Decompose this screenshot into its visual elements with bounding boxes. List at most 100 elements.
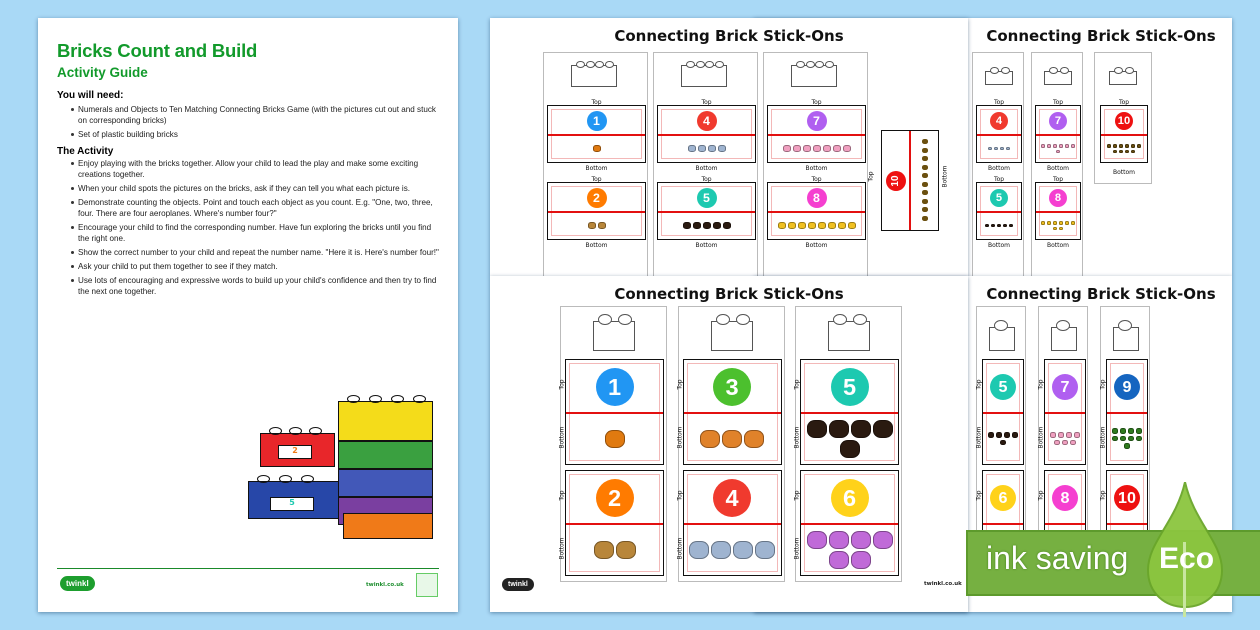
bee-icon — [922, 198, 928, 204]
top-label: Top — [701, 176, 712, 183]
flower-icon — [828, 550, 849, 569]
bricks-illustration: 2 5 — [248, 393, 438, 543]
bee-icon — [1119, 149, 1123, 153]
taxi-icon — [777, 222, 786, 229]
aeroplane-icon — [733, 540, 753, 559]
ice-cream-pictures — [1049, 415, 1081, 462]
bottom-label: Bottom — [585, 242, 608, 249]
dog-icon — [702, 222, 711, 229]
eco-leaf-drop-icon — [1146, 482, 1224, 617]
ice-cream-icon — [792, 145, 801, 152]
number-badge: 5 — [990, 188, 1008, 207]
bottom-label: Bottom — [1046, 165, 1069, 172]
fold-line — [1107, 412, 1147, 414]
butterfly-pictures — [570, 415, 659, 462]
list-item: Enjoy playing with the bricks together. … — [71, 158, 439, 180]
dog-icon — [682, 222, 691, 229]
cake-icon — [593, 540, 614, 559]
taxi-icon — [797, 222, 806, 229]
taxi-icon — [817, 222, 826, 229]
number-badge: 5 — [696, 187, 717, 208]
bottom-label: Bottom — [941, 165, 949, 188]
number-badge: 4 — [990, 111, 1008, 130]
sheet-title: Connecting Brick Stick-Ons — [614, 285, 844, 303]
brick-stud — [833, 313, 847, 325]
aeroplane-icon — [687, 145, 696, 152]
top-label: Top — [1052, 99, 1064, 106]
activity-heading: The Activity — [57, 146, 114, 157]
list-item: Use lots of encouraging and expressive w… — [71, 275, 439, 297]
fold-line — [768, 134, 865, 136]
brick-label: 2 — [278, 445, 312, 459]
brick-stud — [1125, 66, 1134, 74]
stick-on-card-8: 8 — [1035, 182, 1081, 240]
stick-on-card-6: 6 — [800, 470, 899, 576]
number-badge: 2 — [595, 478, 634, 517]
fold-line — [683, 412, 781, 414]
aeroplane-icon — [717, 145, 726, 152]
flower-icon — [850, 550, 871, 569]
flower-icon — [828, 530, 849, 549]
ice-cream-icon — [1065, 144, 1069, 148]
bee-icon — [1131, 144, 1135, 148]
taxi-icon — [827, 222, 836, 229]
brick-outline-icon — [710, 313, 753, 351]
aeroplane-pictures — [662, 137, 751, 160]
brick-outline-icon — [828, 313, 870, 351]
taxi-icon — [1065, 221, 1069, 225]
taxi-icon — [1059, 226, 1063, 230]
bottom-label: Bottom — [987, 242, 1010, 249]
bottom-label: Bottom — [1112, 169, 1135, 176]
brick-stud — [1056, 319, 1070, 331]
top-label: Top — [975, 379, 983, 390]
dog-icon — [806, 419, 827, 438]
stick-on-card-5: 5 — [982, 359, 1024, 465]
ice-cream-icon — [1062, 439, 1068, 445]
top-label: Top — [676, 379, 683, 390]
number-badge: 8 — [1052, 484, 1078, 511]
number-badge: 3 — [713, 367, 751, 406]
aeroplane-icon — [697, 145, 706, 152]
bottom-label: Bottom — [1046, 242, 1069, 249]
number-badge: 5 — [830, 367, 869, 406]
cat-pictures — [688, 415, 777, 462]
bee-icon — [922, 147, 928, 153]
top-label: Top — [793, 490, 801, 501]
number-badge: 7 — [1052, 373, 1078, 400]
fold-line — [1045, 523, 1085, 525]
bottom-label: Bottom — [987, 165, 1010, 172]
fold-line — [1107, 523, 1147, 525]
aeroplane-icon — [755, 540, 775, 559]
bottom-label: Bottom — [676, 426, 683, 449]
stick-on-card-10: 10 — [1100, 105, 1148, 163]
ice-cream-icon — [782, 145, 791, 152]
fold-line — [909, 131, 911, 230]
taxi-icon — [1047, 221, 1051, 225]
stick-on-card-8: 8 — [767, 182, 866, 240]
bee-pictures — [1105, 137, 1143, 160]
fold-line — [801, 523, 898, 525]
fold-line — [1101, 134, 1147, 136]
need-list: Numerals and Objects to Ten Matching Con… — [71, 104, 439, 140]
blue-brick — [338, 469, 433, 497]
dog-icon — [996, 432, 1002, 438]
number-badge: 4 — [713, 478, 751, 517]
flower-icon — [872, 530, 893, 549]
dog-icon — [839, 439, 860, 458]
stick-on-card-5: 5 — [800, 359, 899, 465]
tree-icon — [1120, 435, 1126, 442]
brick-outline-icon — [791, 60, 837, 87]
ice-cream-pictures — [1040, 137, 1076, 160]
brick-stud — [618, 313, 632, 325]
fold-line — [566, 412, 663, 414]
aeroplane-icon — [1000, 146, 1004, 151]
list-item: When your child spots the pictures on th… — [71, 183, 439, 194]
number-badge: 10 — [1114, 484, 1140, 511]
flower-icon — [806, 530, 827, 549]
bee-icon — [1113, 149, 1117, 153]
stick-on-card-5: 5 — [976, 182, 1022, 240]
